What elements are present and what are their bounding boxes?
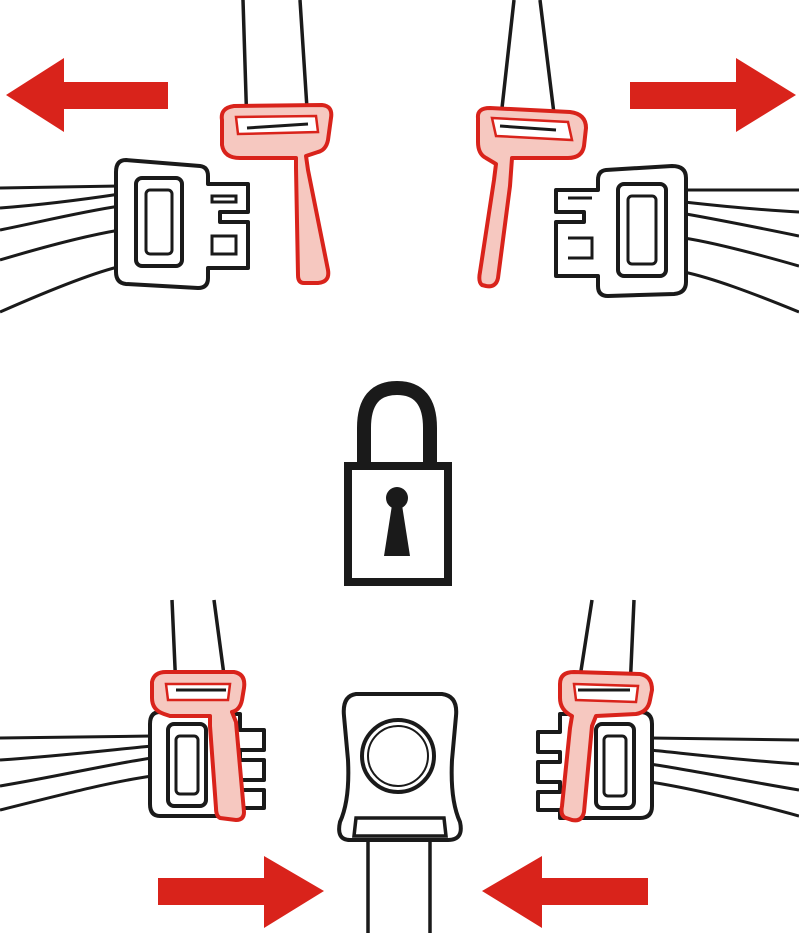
padlock-keyhole-slot (384, 505, 410, 556)
bottom-left-waist-strap (0, 734, 153, 812)
top-left-waist-strap (0, 184, 123, 314)
bottom-right-waist-strap (649, 736, 799, 818)
top-right-red-tongue (475, 106, 588, 289)
center-buckle-slot (352, 816, 448, 838)
padlock-keyhole-top (386, 487, 408, 509)
top-left-arrow (6, 58, 168, 132)
arrow-right-icon (158, 856, 324, 928)
bottom-left-arrow (158, 856, 324, 928)
center-crotch-strap (366, 840, 432, 933)
padlock-icon (344, 380, 452, 586)
bottom-right-red-tongue (558, 670, 654, 823)
top-left-assembly (0, 0, 334, 314)
bottom-right-arrow (482, 856, 648, 928)
top-right-waist-strap (683, 188, 799, 314)
top-left-red-tongue (219, 103, 334, 285)
center-female-buckle (337, 692, 463, 933)
padlock-shackle (357, 380, 437, 466)
top-right-assembly (475, 0, 799, 314)
top-right-arrow (630, 58, 796, 132)
bottom-right-assembly (536, 599, 799, 823)
bottom-left-assembly (0, 599, 266, 822)
arrow-right-icon (630, 58, 796, 132)
arrow-left-icon (482, 856, 648, 928)
bottom-left-red-tongue (150, 670, 247, 822)
top-right-buckle-window (616, 182, 668, 278)
center-buckle-release-button (360, 718, 436, 794)
arrow-left-icon (6, 58, 168, 132)
